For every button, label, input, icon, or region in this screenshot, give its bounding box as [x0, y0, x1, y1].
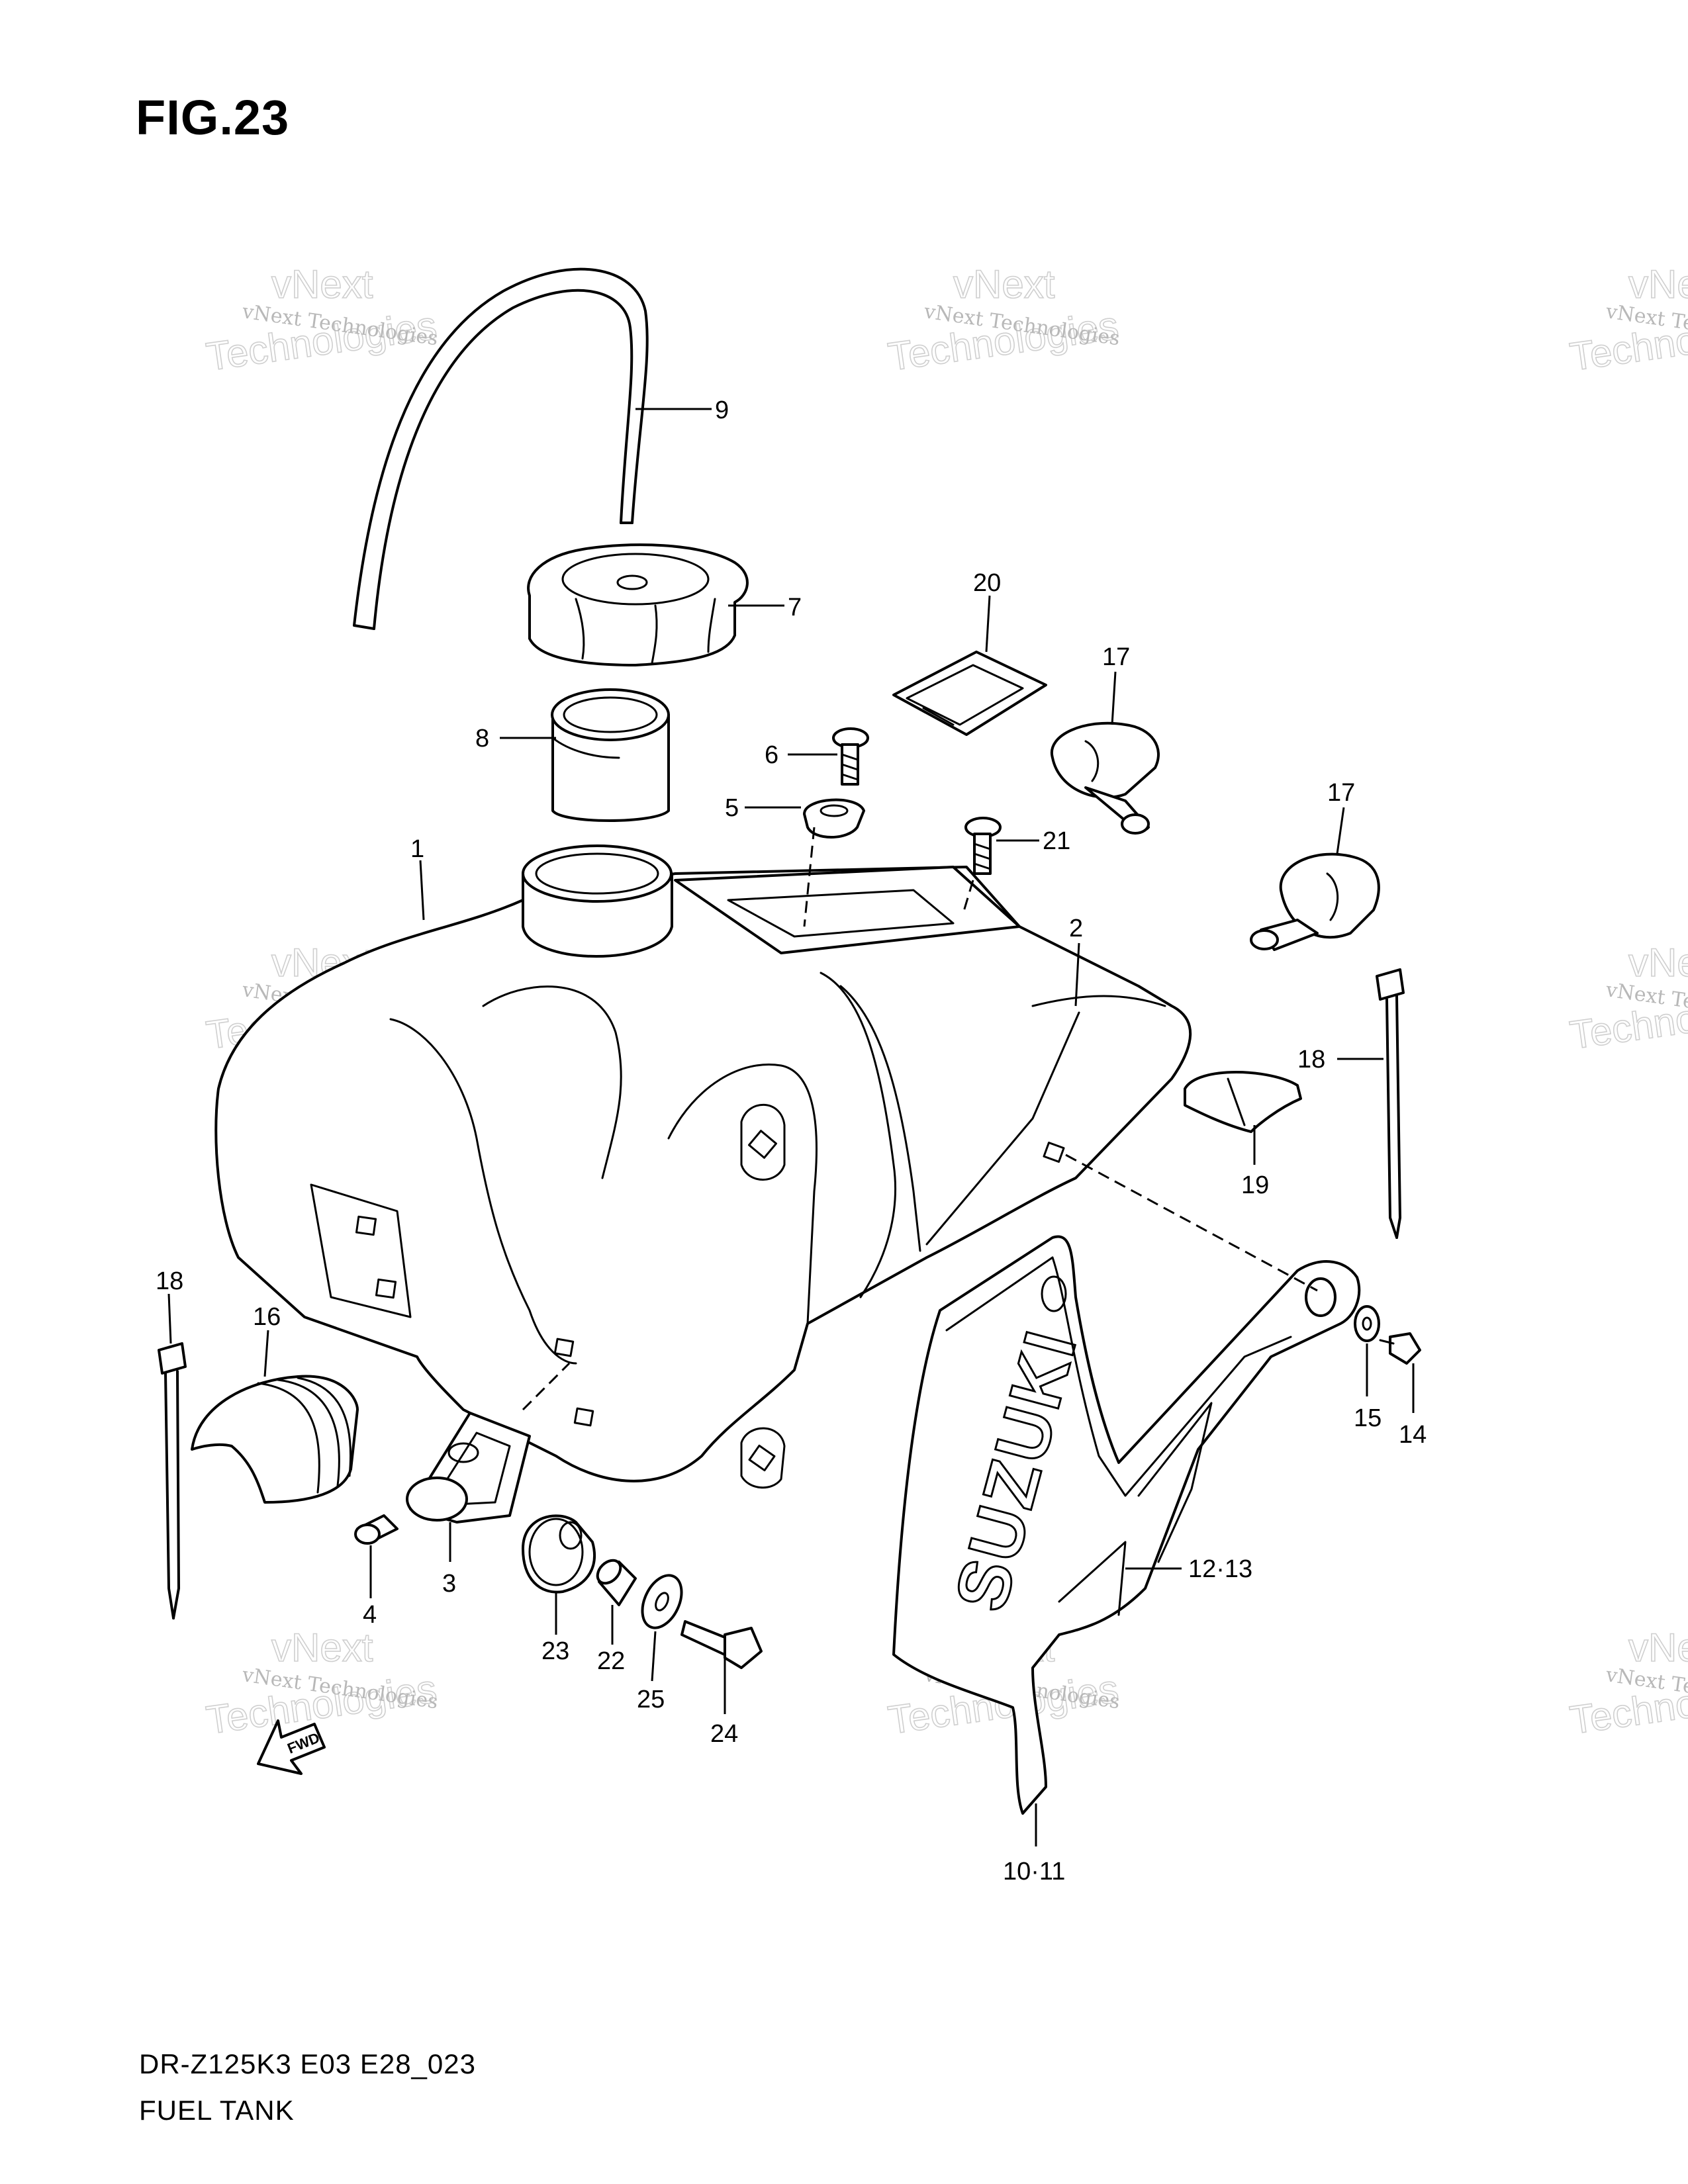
label-part-8: 8	[475, 725, 489, 752]
bolt-24	[680, 1620, 763, 1669]
fuel-tank	[214, 844, 1192, 1489]
fuel-cap	[527, 543, 749, 666]
leader-lines	[167, 408, 1415, 1846]
label-part-17-lower: 17	[1327, 779, 1355, 807]
label-part-7: 7	[788, 594, 802, 621]
screw-6	[832, 727, 869, 786]
watermark-bottom-left: vNext Technologies vNext Technologies	[203, 1625, 440, 1743]
leader-1	[419, 860, 425, 921]
label-part-3: 3	[442, 1570, 456, 1598]
tank-strap	[892, 651, 1047, 736]
leader-2	[1074, 942, 1080, 1007]
label-part-2: 2	[1069, 915, 1083, 942]
svg-text:vNext: vNext	[1628, 940, 1688, 985]
leader-17b	[1336, 807, 1345, 854]
label-part-18-right: 18	[1297, 1046, 1325, 1073]
label-part-15: 15	[1354, 1404, 1382, 1432]
label-part-6: 6	[765, 741, 778, 769]
label-part-17-upper: 17	[1102, 643, 1130, 671]
label-part-10-11: 10·11	[1003, 1858, 1065, 1886]
filler-neck-ring	[551, 688, 670, 822]
label-part-22: 22	[597, 1647, 625, 1675]
washer-15	[1354, 1305, 1380, 1342]
label-part-9: 9	[715, 396, 729, 424]
label-part-4: 4	[363, 1601, 377, 1629]
model-code: DR-Z125K3 E03 E28_023	[139, 2048, 476, 2079]
label-part-25: 25	[637, 1686, 665, 1713]
collar-22	[596, 1559, 637, 1606]
label-part-20: 20	[973, 569, 1001, 597]
grommet-5	[803, 798, 865, 839]
label-part-16: 16	[253, 1303, 281, 1331]
label-part-21: 21	[1043, 827, 1070, 855]
hose-clamp-upper	[1050, 721, 1160, 835]
breather-hose	[353, 267, 649, 630]
cushion-16	[191, 1375, 359, 1504]
fuel-valve	[406, 1412, 531, 1524]
watermark-top-center: vNext Technologies vNext Technologies	[885, 261, 1122, 379]
svg-text:vNext: vNext	[953, 262, 1055, 306]
assembly-line-21	[962, 880, 974, 914]
assembly-line-5	[803, 827, 816, 927]
label-part-5: 5	[725, 794, 739, 822]
svg-text:vNext: vNext	[271, 1625, 373, 1670]
assembly-line-3	[522, 1362, 571, 1411]
leader-25	[651, 1631, 657, 1682]
bolt-14	[1379, 1332, 1421, 1365]
grommet-23	[522, 1514, 596, 1594]
leader-18a	[167, 1293, 172, 1344]
section-name: FUEL TANK	[139, 2095, 295, 2126]
watermark-bottom-right: vNext Technologies vNext Technologies	[1567, 1625, 1688, 1743]
svg-text:vNext: vNext	[1628, 1625, 1688, 1670]
label-part-19: 19	[1241, 1171, 1269, 1199]
svg-text:vNext: vNext	[271, 262, 373, 306]
assembly-line	[1065, 1154, 1318, 1292]
figure-title: FIG.23	[136, 90, 290, 145]
hose-clamp-lower	[1250, 852, 1380, 951]
leader-17a	[1111, 671, 1117, 725]
svg-text:vNext: vNext	[1628, 262, 1688, 306]
watermark-top-right: vNext Technologies vNext Technologies	[1567, 261, 1688, 379]
washer-25	[641, 1574, 683, 1629]
watermark-middle-right: vNext Technologies vNext Technologies	[1567, 940, 1688, 1058]
label-part-14: 14	[1399, 1421, 1427, 1449]
label-part-18-left: 18	[156, 1267, 183, 1295]
leader-16	[263, 1330, 269, 1377]
cushion-19	[1184, 1071, 1302, 1133]
label-part-24: 24	[710, 1720, 738, 1748]
label-part-23: 23	[541, 1637, 569, 1665]
leader-20	[985, 595, 991, 653]
screw-4	[354, 1514, 399, 1545]
tank-shroud: SUZUKI	[892, 1235, 1361, 1815]
part-number-labels: 9 7 8 1 6 5 21 20 17 17 2 18 19 18 16 4 …	[156, 396, 1427, 1886]
watermark-top-left: vNext Technologies vNext Technologies	[203, 261, 440, 379]
label-part-1: 1	[410, 835, 424, 863]
label-part-12-13: 12·13	[1188, 1555, 1252, 1583]
screw-21	[964, 817, 1002, 875]
cable-tie-right	[1376, 968, 1405, 1239]
cable-tie-left	[158, 1342, 187, 1619]
